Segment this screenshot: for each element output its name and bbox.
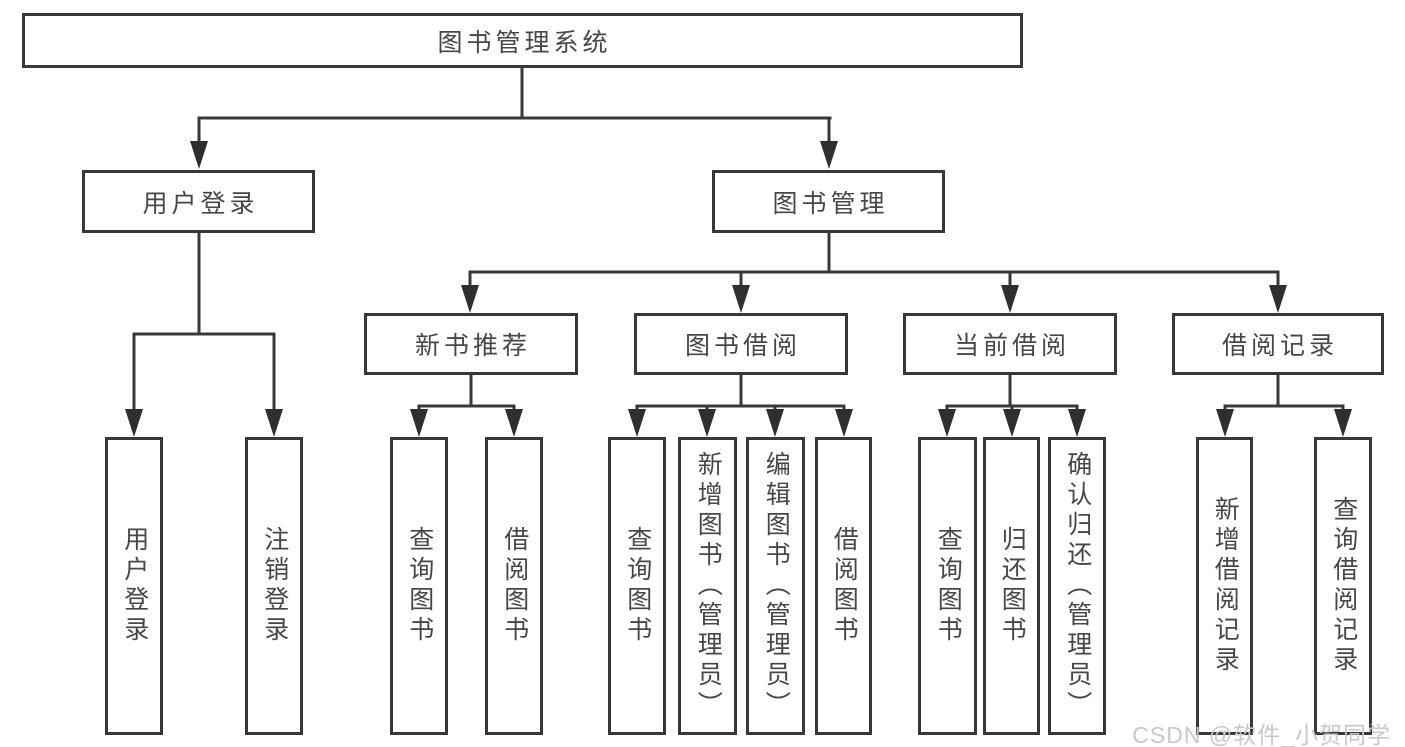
leaf-query-borrow-record: 查询借阅记录	[1314, 437, 1372, 735]
node-borrow-records-label: 借阅记录	[1221, 332, 1338, 360]
leaf-logout-label: 注销登录	[260, 526, 289, 646]
node-new-book-recommend: 新书推荐	[364, 313, 578, 375]
node-current-borrow-label: 当前借阅	[953, 332, 1070, 360]
arrowheads	[125, 141, 1352, 437]
node-root: 图书管理系统	[22, 13, 1023, 68]
leaf-add-borrow-record: 新增借阅记录	[1196, 437, 1253, 735]
leaf-logout: 注销登录	[245, 437, 303, 735]
leaf-newrec-borrow-books-label: 借阅图书	[500, 526, 529, 646]
node-book-borrow-label: 图书借阅	[684, 332, 801, 360]
leaf-newrec-query-books-label: 查询图书	[405, 526, 434, 646]
leaf-current-query-books: 查询图书	[918, 437, 977, 735]
leaf-edit-book-admin: 编辑图书（管理员）	[746, 437, 805, 735]
leaf-borrow-borrow-books: 借阅图书	[815, 437, 872, 735]
node-new-book-recommend-label: 新书推荐	[414, 332, 531, 360]
leaf-user-login-label: 用户登录	[120, 526, 149, 646]
node-current-borrow: 当前借阅	[903, 313, 1117, 375]
node-book-management-label: 图书管理	[772, 189, 889, 218]
leaf-return-books: 归还图书	[983, 437, 1040, 735]
leaf-borrow-borrow-books-label: 借阅图书	[830, 526, 859, 646]
leaf-confirm-return-admin: 确认归还（管理员）	[1048, 437, 1106, 735]
node-user-login: 用户登录	[82, 170, 315, 233]
leaf-add-book-admin-label: 新增图书（管理员）	[694, 451, 723, 721]
leaf-add-borrow-record-label: 新增借阅记录	[1211, 496, 1240, 676]
leaf-newrec-query-books: 查询图书	[390, 437, 448, 735]
node-root-label: 图书管理系统	[437, 28, 612, 57]
leaf-current-query-books-label: 查询图书	[934, 526, 963, 646]
node-book-borrow: 图书借阅	[634, 313, 848, 375]
leaf-user-login: 用户登录	[105, 437, 163, 735]
leaf-confirm-return-admin-label: 确认归还（管理员）	[1063, 451, 1092, 721]
leaf-borrow-query-books-label: 查询图书	[623, 526, 652, 646]
leaf-query-borrow-record-label: 查询借阅记录	[1329, 496, 1358, 676]
watermark-text: CSDN @软件_小贺同学	[1132, 722, 1391, 747]
leaf-edit-book-admin-label: 编辑图书（管理员）	[762, 451, 791, 721]
leaf-newrec-borrow-books: 借阅图书	[485, 437, 543, 735]
node-book-management: 图书管理	[712, 170, 945, 233]
node-user-login-label: 用户登录	[142, 189, 259, 218]
node-borrow-records: 借阅记录	[1172, 313, 1384, 375]
leaf-return-books-label: 归还图书	[998, 526, 1027, 646]
leaf-add-book-admin: 新增图书（管理员）	[678, 437, 737, 735]
leaf-borrow-query-books: 查询图书	[608, 437, 666, 735]
